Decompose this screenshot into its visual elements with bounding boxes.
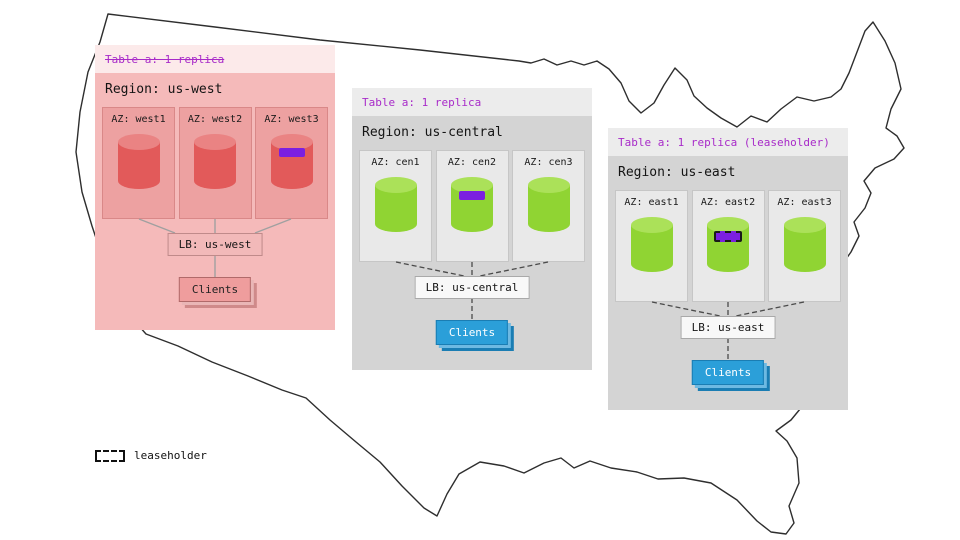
replica-node bbox=[629, 216, 675, 274]
leaseholder-swatch-icon bbox=[95, 449, 125, 462]
region-panel-us-west: Table a: 1 replica Region: us-west AZ: w… bbox=[95, 45, 335, 330]
az-label: AZ: cen2 bbox=[447, 157, 497, 168]
legend-label: leaseholder bbox=[134, 449, 207, 462]
replica-node bbox=[526, 176, 572, 234]
az-label: AZ: west3 bbox=[264, 114, 319, 125]
replica-node bbox=[705, 216, 751, 274]
replica-range-marker bbox=[459, 191, 485, 200]
region-panel-us-east: Table a: 1 replica (leaseholder) Region:… bbox=[608, 128, 848, 410]
clients-box-us-west: Clients bbox=[178, 277, 252, 302]
region-body-us-west: Region: us-west AZ: west1 AZ: west2 bbox=[95, 73, 335, 330]
table-header-us-central: Table a: 1 replica bbox=[352, 88, 592, 116]
az-label: AZ: cen3 bbox=[524, 157, 573, 168]
az-label: AZ: west1 bbox=[111, 114, 166, 125]
az-box-west1: AZ: west1 bbox=[102, 107, 175, 219]
az-box-cen1: AZ: cen1 bbox=[359, 150, 432, 262]
replica-node bbox=[782, 216, 828, 274]
az-box-east3: AZ: east3 bbox=[768, 190, 841, 302]
az-box-east1: AZ: east1 bbox=[615, 190, 688, 302]
az-box-west3: AZ: west3 bbox=[255, 107, 328, 219]
replica-node bbox=[269, 133, 315, 191]
az-box-cen3: AZ: cen3 bbox=[512, 150, 585, 262]
table-replica-label: Table a: 1 replica (leaseholder) bbox=[618, 135, 830, 149]
az-label: AZ: east3 bbox=[777, 197, 832, 208]
replica-node bbox=[373, 176, 419, 234]
region-title: Region: us-east bbox=[618, 165, 736, 180]
database-cylinder-icon bbox=[270, 134, 313, 189]
database-cylinder-icon bbox=[374, 177, 417, 232]
az-label: AZ: east1 bbox=[624, 197, 679, 208]
load-balancer-us-central: LB: us-central bbox=[414, 276, 530, 299]
leaseholder-range-marker bbox=[714, 231, 742, 242]
load-balancer-us-west: LB: us-west bbox=[167, 233, 263, 256]
region-panel-us-central: Table a: 1 replica Region: us-central AZ… bbox=[352, 88, 592, 370]
table-header-us-east: Table a: 1 replica (leaseholder) bbox=[608, 128, 848, 156]
clients-box-us-central: Clients bbox=[435, 320, 509, 345]
database-cylinder-icon bbox=[194, 134, 236, 189]
database-cylinder-icon bbox=[783, 217, 826, 272]
table-header-us-west: Table a: 1 replica bbox=[95, 45, 335, 73]
load-balancer-us-east: LB: us-east bbox=[680, 316, 776, 339]
replica-node bbox=[116, 133, 162, 191]
az-box-cen2: AZ: cen2 bbox=[435, 150, 509, 262]
az-row: AZ: cen1 AZ: cen2 bbox=[352, 150, 592, 262]
az-box-east2: AZ: east2 bbox=[691, 190, 765, 302]
az-label: AZ: west2 bbox=[187, 114, 243, 125]
az-label: AZ: cen1 bbox=[371, 157, 420, 168]
database-cylinder-icon bbox=[630, 217, 673, 272]
database-cylinder-icon bbox=[117, 134, 160, 189]
database-cylinder-icon bbox=[451, 177, 493, 232]
az-label: AZ: east2 bbox=[700, 197, 756, 208]
database-cylinder-icon bbox=[527, 177, 570, 232]
region-body-us-east: Region: us-east AZ: east1 AZ: east2 bbox=[608, 156, 848, 410]
replica-range-marker bbox=[278, 148, 305, 157]
table-replica-label: Table a: 1 replica bbox=[105, 52, 225, 66]
region-title: Region: us-central bbox=[362, 125, 503, 140]
legend: leaseholder bbox=[95, 449, 207, 462]
az-box-west2: AZ: west2 bbox=[178, 107, 252, 219]
replica-node bbox=[192, 133, 238, 191]
replica-node bbox=[449, 176, 495, 234]
region-title: Region: us-west bbox=[105, 82, 223, 97]
clients-box-us-east: Clients bbox=[691, 360, 765, 385]
az-row: AZ: east1 AZ: east2 bbox=[608, 190, 848, 302]
region-body-us-central: Region: us-central AZ: cen1 AZ: cen2 bbox=[352, 116, 592, 370]
table-replica-label: Table a: 1 replica bbox=[362, 95, 482, 109]
az-row: AZ: west1 AZ: west2 bbox=[95, 107, 335, 219]
database-cylinder-icon bbox=[707, 217, 749, 272]
